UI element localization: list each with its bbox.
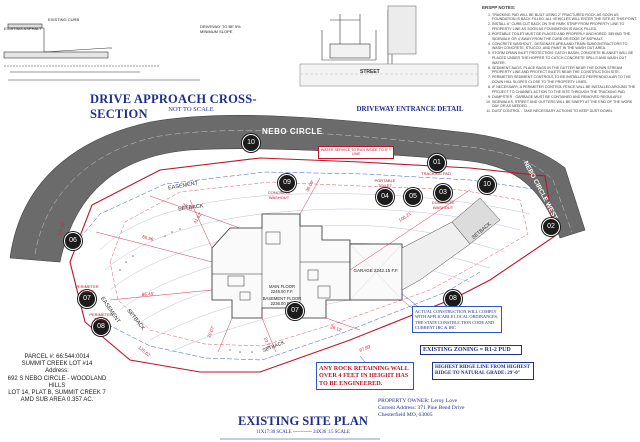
street-label: STREET bbox=[360, 69, 380, 75]
owner-city: Chesterfield MO, 63005 bbox=[378, 412, 433, 418]
svg-text:23.74': 23.74' bbox=[263, 337, 272, 350]
basement-floor-label: BASEMENT FLOOR 2236.00 F.F. bbox=[262, 296, 302, 306]
tag-03-label: CONCRETE WASHOUT bbox=[431, 200, 455, 210]
main-floor-label: MAIN FLOOR 2246.00 F.F. bbox=[268, 284, 296, 294]
site-plan-scale: 11X17:30 SCALE ------------ 24X36 :15 SC… bbox=[256, 430, 350, 435]
svg-text:65.96': 65.96' bbox=[142, 234, 155, 242]
tag-08-label: PERIMETER FENCE bbox=[89, 312, 113, 322]
note-item: SEDIMENT BAGS, PLACE BAGS IN THE GUTTER … bbox=[492, 66, 637, 75]
road-name-nebo-circle: NEBO CIRCLE bbox=[262, 127, 323, 136]
drive-approach-title: DRIVE APPROACH CROSS-SECTION bbox=[90, 92, 257, 121]
tag-01-label: TRACKING PAD bbox=[421, 171, 451, 176]
existing-curb-label: EXISTING CURB bbox=[48, 17, 80, 22]
svg-text:20.07': 20.07' bbox=[206, 325, 215, 338]
tag-09: 09 bbox=[278, 174, 296, 192]
svg-text:125.62': 125.62' bbox=[137, 345, 152, 358]
tag-04: 04 bbox=[376, 188, 394, 206]
tag-02: 02 bbox=[542, 218, 560, 236]
note-item: INSTALL 6" CURB CUT BACK ON THE PARK STR… bbox=[492, 22, 637, 31]
svg-text:38.09': 38.09' bbox=[305, 179, 315, 192]
note-item: TRACKING PAD WILL BE BUILT USING 2" FRAC… bbox=[492, 13, 637, 22]
note-item: IF NECESSARY, A PERIMETER CONTROL FENCE … bbox=[492, 85, 637, 94]
tag-06: 06 bbox=[64, 232, 82, 250]
parcel-address: 692 S NEBO CIRCLE - WOODLAND HILLS bbox=[7, 375, 107, 389]
construction-compliance-note: ACTUAL CONSTRUCTION WILL COMPLY WITH APP… bbox=[412, 306, 502, 334]
note-item: DUMPSTER - GARBAGE MUST BE CONTAINED AND… bbox=[492, 95, 637, 100]
parcel-lot: SUMMIT CREEK LOT #14 bbox=[21, 361, 93, 368]
tag-04-label: PORTABLE TOILET bbox=[374, 178, 396, 188]
erspp-notes: ERSPP NOTES: TRACKING PAD WILL BE BUILT … bbox=[482, 5, 637, 115]
zoning-note: EXISTING ZONING = R1-2 PUD bbox=[420, 345, 522, 355]
svg-text:131.00': 131.00' bbox=[56, 221, 66, 237]
notes-header: ERSPP NOTES: bbox=[482, 5, 516, 10]
note-item: CONCRETE WASHOUT - DESIGNATE AREA AND TR… bbox=[492, 42, 637, 51]
tag-09-label: CONCRETE WASHOUT bbox=[267, 190, 291, 200]
garage-label: GARAGE 2242.15 F.F. bbox=[353, 268, 399, 273]
ridge-height-note: HIGHEST RIDGE LINE FROM HIGHEST RIDGE TO… bbox=[432, 362, 534, 380]
parcel-address-label: Address: bbox=[45, 368, 69, 375]
property-owner-block: PROPERTY OWNER: Leroy Love Current Addre… bbox=[378, 398, 498, 419]
parcel-info: PARCEL #: 66:544:0014 SUMMIT CREEK LOT #… bbox=[2, 354, 112, 404]
tag-05: 05 bbox=[404, 188, 422, 206]
driveway-entrance-title: DRIVEWAY ENTRANCE DETAIL bbox=[356, 105, 464, 113]
tag-07: 07 bbox=[78, 290, 96, 308]
note-item: STORM DRAIN INLET PROTECTION: CATCH BASI… bbox=[492, 51, 637, 65]
svg-text:28.12': 28.12' bbox=[330, 324, 343, 333]
tag-10-right: 10 bbox=[478, 176, 496, 194]
parcel-area: AMD SUB AREA 0.357 AC. bbox=[20, 397, 94, 404]
svg-text:100.21': 100.21' bbox=[398, 210, 413, 222]
tag-08: 08 bbox=[92, 318, 110, 336]
note-item: PORTABLE TOILET MUST BE PLACED AND PROPE… bbox=[492, 32, 637, 41]
svg-text:65.45': 65.45' bbox=[142, 291, 155, 297]
tag-07-label: PERIMETER FENCE bbox=[75, 284, 99, 294]
owner-name: PROPERTY OWNER: Leroy Love bbox=[378, 398, 458, 404]
water-service-note: WATER SERVICE TO RUN INSIDE TO 8" T LINE bbox=[318, 146, 394, 159]
note-item: SIDEWALKS, STREET AND GUTTERS WILL BE SW… bbox=[492, 100, 637, 109]
existing-asphalt-label: EXISTING ASPHALT bbox=[4, 26, 42, 31]
owner-address: Current Address: 371 Pine Bend Drive bbox=[378, 405, 465, 411]
tag-10-top: 10 bbox=[242, 134, 260, 152]
retaining-wall-note: ANY ROCK RETAINING WALL OVER 4 FEET IN H… bbox=[316, 362, 414, 390]
tag-07-center: 07 bbox=[286, 302, 304, 320]
drive-approach-subtitle: NOT TO SCALE bbox=[168, 106, 214, 113]
svg-text:41.62': 41.62' bbox=[193, 211, 203, 224]
tag-01: 01 bbox=[428, 154, 446, 172]
note-item: PERIMETER SEDIMENT CONTROLS TO BE INSTAL… bbox=[492, 75, 637, 84]
note-item: DUST CONTROL - TAKE NECESSARY ACTIONS TO… bbox=[492, 109, 637, 114]
driveway-slope-label: DRIVEWAY TO BE 5% MINIMUM SLOPE bbox=[200, 24, 241, 34]
svg-text:97.99': 97.99' bbox=[359, 344, 372, 353]
parcel-number: PARCEL #: 66:544:0014 bbox=[24, 354, 90, 360]
tag-03: 03 bbox=[434, 184, 452, 202]
svg-text:30.27': 30.27' bbox=[182, 202, 195, 211]
parcel-plat: LOT 14, PLAT B, SUMMIT CREEK 7 bbox=[8, 390, 106, 397]
site-plan-title: EXISTING SITE PLAN bbox=[238, 414, 368, 428]
notes-list: TRACKING PAD WILL BE BUILT USING 2" FRAC… bbox=[482, 13, 637, 114]
